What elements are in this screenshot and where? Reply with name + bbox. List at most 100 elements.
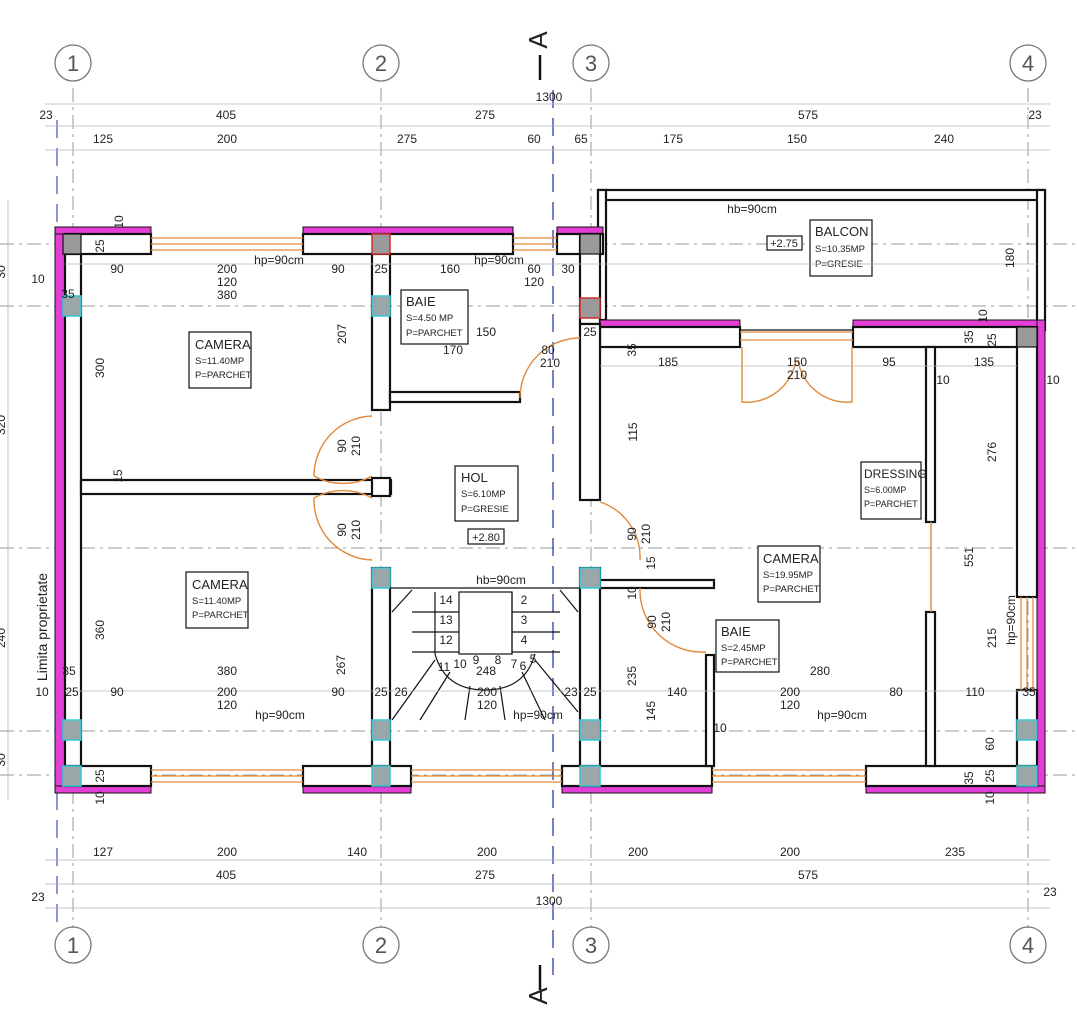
room-baie-n: BAIE S=4.50 MP P=PARCHET [400,289,469,345]
dim-top2-175: 175 [663,132,683,146]
room-labels: CAMERA S=11.40MP P=PARCHET CAMERA S=11.4… [185,219,927,673]
dim-i-15b: 15 [644,556,658,570]
room-name: BALCON [815,224,868,239]
dim-top-575: 575 [798,108,818,122]
dim-i-80b: 80 [889,685,903,699]
dim-i-200a: 200 [217,262,237,276]
dim-i-25h: 25 [983,769,997,783]
stair-step-13: 13 [439,613,453,627]
dim-i-90e: 90 [625,527,639,541]
level-hol: +2.80 [472,532,500,544]
room-name: HOL [461,470,488,485]
dim-i-hp90b: hp=90cm [474,253,524,267]
axis-4-bottom: 4 [1022,933,1034,958]
dim-bot-23-left: 23 [31,890,45,904]
stairs: 14 13 12 2 3 4 11 10 9 8 7 6 5 [390,587,580,721]
stair-step-10: 10 [453,657,467,671]
dim-i-35b: 35 [625,343,639,357]
dim-i-235a: 235 [625,666,639,686]
dim-i-380b: 380 [217,664,237,678]
dim-i-35c: 35 [962,330,976,344]
dim-i-120d: 120 [477,698,497,712]
room-camera-sw: CAMERA S=11.40MP P=PARCHET [185,571,249,629]
windows [151,237,1034,783]
exterior-walls [54,226,1046,794]
dim-i-10h: 10 [713,721,727,735]
dim-left-30b: 30 [0,753,8,767]
dim-i-25e: 25 [65,685,79,699]
room-area: S=11.40MP [192,596,241,607]
stair-step-14: 14 [439,593,453,607]
dim-i-140: 140 [667,685,687,699]
dim-i-90a: 90 [110,262,124,276]
doors [313,337,932,653]
stair-step-8: 8 [495,653,502,667]
dim-i-25a: 25 [93,239,107,253]
property-limit-label: Limita proprietate [34,573,50,681]
dim-i-95: 95 [882,355,896,369]
axis-grid [0,88,1077,975]
dim-top-23-left: 23 [39,108,53,122]
dim-i-hb90a: hb=90cm [727,202,777,216]
dim-i-10j: 10 [93,791,107,805]
columns [62,233,1038,787]
dim-i-135: 135 [974,355,994,369]
room-area: S=4.50 MP [406,313,453,324]
dim-bot-23-right: 23 [1043,885,1057,899]
dim-i-10i: 10 [983,791,997,805]
room-name: CAMERA [195,337,251,352]
stair-step-9: 9 [473,653,480,667]
axis-1-bottom: 1 [67,933,79,958]
dim-bot-127: 127 [93,845,113,859]
dim-i-160: 160 [440,262,460,276]
dim-total-bottom: 1300 [536,894,563,908]
room-name: CAMERA [763,551,819,566]
dim-i-25g: 25 [583,685,597,699]
dim-i-200d: 200 [780,685,800,699]
dim-i-210d: 210 [349,520,363,540]
dim-i-60b: 60 [983,737,997,751]
dim-i-25d: 25 [985,333,999,347]
dim-i-150b: 150 [787,355,807,369]
dim-i-10b: 10 [31,272,45,286]
room-name: DRESSING [864,467,927,481]
dim-bot-200c: 200 [628,845,648,859]
room-area: S=6.00MP [864,485,906,495]
dim-i-25b: 25 [374,262,388,276]
dim-i-25i: 25 [93,769,107,783]
dim-i-90c: 90 [335,439,349,453]
room-floor: P=PARCHET [406,328,463,339]
dim-i-360: 360 [93,620,107,640]
dim-i-267: 267 [334,655,348,675]
dim-i-300: 300 [93,358,107,378]
axis-2-bottom: 2 [375,933,387,958]
dim-bot-200b: 200 [477,845,497,859]
dim-i-35f: 35 [962,771,976,785]
dim-bot2-575: 575 [798,868,818,882]
dim-i-110: 110 [965,685,984,699]
dim-i-120e: 120 [780,698,800,712]
room-floor: P=PARCHET [192,610,249,621]
dim-i-90b: 90 [331,262,345,276]
room-floor: P=PARCHET [195,370,252,381]
dim-i-90h: 90 [331,685,345,699]
dim-i-hp90f: hp=90cm [817,708,867,722]
dim-top2-150: 150 [787,132,807,146]
dim-i-10f: 10 [625,586,639,600]
dim-top-275: 275 [475,108,495,122]
dim-i-180: 180 [1003,248,1017,268]
stair-step-4: 4 [521,633,528,647]
dim-top2-200: 200 [217,132,237,146]
room-name: BAIE [721,624,751,639]
dim-i-10a: 10 [112,215,126,229]
room-hol: HOL S=6.10MP P=GRESIE +2.80 [454,465,519,545]
room-balcon: BALCON S=10.35MP P=GRESIE +2.75 [766,219,873,277]
dim-i-10e: 10 [1046,373,1060,387]
room-name: CAMERA [192,577,248,592]
section-markers: A A [523,31,553,1005]
dim-i-115: 115 [626,422,640,441]
dim-i-hp90e: hp=90cm [513,708,563,722]
dim-i-35d: 35 [62,664,76,678]
axis-3-top: 3 [585,51,597,76]
